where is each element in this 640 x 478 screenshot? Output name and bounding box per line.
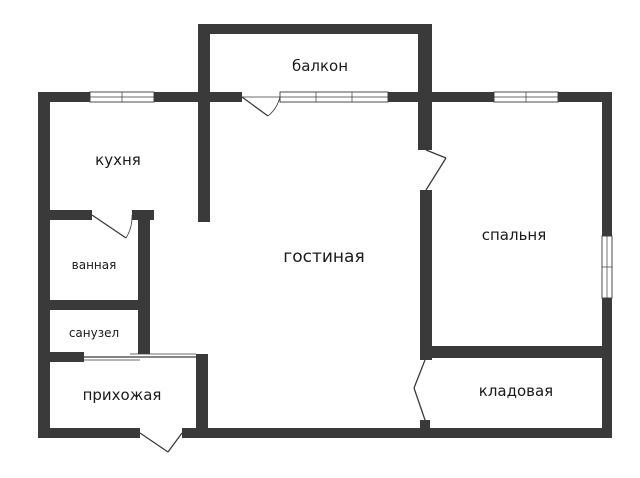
label-kitchen: кухня — [95, 151, 141, 169]
storage-door — [413, 359, 426, 421]
doors — [84, 96, 447, 453]
entrance-door — [139, 432, 183, 453]
label-hallway: прихожая — [83, 386, 162, 404]
bedroom-door — [425, 149, 447, 191]
label-bathroom: ванная — [72, 258, 117, 272]
label-toilet: санузел — [69, 326, 119, 340]
kitchen-door — [91, 214, 133, 239]
bedroom-top-window — [493, 91, 559, 103]
label-bedroom: спальня — [482, 226, 547, 244]
interior-walls — [38, 92, 612, 438]
windows — [89, 91, 613, 299]
balcony-window — [279, 91, 389, 103]
label-storage: кладовая — [479, 382, 553, 400]
room-labels: балкон кухня гостиная спальня ванная сан… — [69, 57, 553, 404]
label-living-room: гостиная — [283, 247, 364, 267]
bedroom-side-window — [601, 235, 613, 299]
balcony-door — [241, 96, 281, 117]
kitchen-window — [89, 91, 155, 103]
hallway-sliding-door — [84, 353, 196, 361]
balcony-walls — [198, 24, 432, 102]
label-balcony: балкон — [292, 57, 348, 75]
